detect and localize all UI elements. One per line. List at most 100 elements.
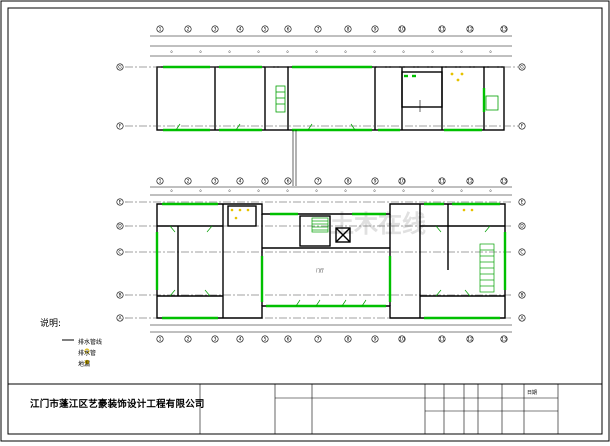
row-bubble-right-D: D (518, 222, 526, 230)
sheet-inner-border (7, 7, 603, 435)
svg-text:13: 13 (501, 337, 507, 343)
row-bubble-left-C: C (116, 248, 124, 256)
lower-dim-value-9: 0 (431, 189, 433, 193)
axis-bubble-top-4: 4 (236, 25, 244, 33)
svg-text:11: 11 (439, 179, 445, 185)
lower-room-labels: 门厅 (316, 267, 324, 273)
lower-drain-dots (230, 208, 474, 220)
upper-dim-value-2: 0 (228, 50, 230, 54)
legend-item-drain-line: 排水管线 (78, 339, 103, 346)
axis-bubble-bottom-9: 9 (371, 335, 379, 343)
row-bubble-right-C: C (518, 248, 526, 256)
svg-text:D: D (520, 224, 524, 230)
axis-bubble-top-2: 2 (184, 25, 192, 33)
axis-bubble-bottom-10: 10 (398, 335, 406, 343)
svg-text:B: B (118, 293, 121, 299)
upper-row-axis-bubbles: G G F F (116, 63, 526, 130)
upper-dim-value-6: 0 (344, 50, 346, 54)
lower-walls (156, 203, 506, 319)
svg-text:C: C (520, 250, 523, 256)
upper-dimension-lines (150, 35, 512, 57)
title-block-grid (199, 384, 559, 434)
axis-bubble-lower-top-6: 6 (284, 177, 292, 185)
svg-text:12: 12 (467, 337, 473, 343)
row-bubble-right-B: B (518, 291, 526, 299)
axis-bubble-top-13: 13 (500, 25, 508, 33)
axis-bubble-top-12: 12 (466, 25, 474, 33)
upper-plumbing (292, 100, 421, 186)
upper-dim-value-8: 0 (402, 50, 404, 54)
svg-text:D: D (118, 224, 122, 230)
axis-bubble-bottom-4: 4 (236, 335, 244, 343)
upper-drain-dots (450, 72, 464, 82)
axis-bubble-bottom-8: 8 (344, 335, 352, 343)
svg-text:3: 3 (214, 337, 217, 343)
svg-text:1: 1 (159, 27, 162, 33)
upper-dim-value-11: 0 (489, 50, 491, 54)
axis-bubble-bottom-7: 7 (314, 335, 322, 343)
svg-text:12: 12 (467, 27, 473, 33)
svg-text:13: 13 (501, 27, 507, 33)
svg-text:12: 12 (467, 179, 473, 185)
lower-stairs (169, 217, 495, 307)
lower-dim-value-2: 0 (228, 189, 230, 193)
upper-dim-value-9: 0 (431, 50, 433, 54)
svg-text:2: 2 (187, 179, 190, 185)
axis-bubble-top-3: 3 (211, 25, 219, 33)
svg-text:E: E (521, 200, 524, 206)
svg-text:A: A (118, 316, 122, 322)
lower-dim-value-4: 0 (286, 189, 288, 193)
svg-text:B: B (520, 293, 523, 299)
lower-dim-value-6: 0 (344, 189, 346, 193)
svg-text:2: 2 (187, 337, 190, 343)
upper-dim-value-0: 0 (170, 50, 172, 54)
row-bubble-left-F: F (116, 122, 124, 130)
svg-text:11: 11 (439, 337, 445, 343)
lower-room-label-1: 门厅 (316, 267, 324, 273)
svg-text:8: 8 (347, 27, 350, 33)
row-bubble-right-F: F (518, 122, 526, 130)
row-bubble-left-D: D (116, 222, 124, 230)
legend-title: 说明: (40, 319, 62, 329)
lower-windows-green (155, 202, 507, 320)
svg-text:F: F (119, 124, 122, 130)
lower-dim-value-3: 0 (257, 189, 259, 193)
lower-dim-value-5: 0 (315, 189, 317, 193)
svg-text:9: 9 (374, 179, 377, 185)
upper-dim-value-7: 0 (373, 50, 375, 54)
svg-text:8: 8 (347, 337, 350, 343)
axis-bubble-lower-top-1: 1 (156, 177, 164, 185)
lower-dim-value-0: 0 (170, 189, 172, 193)
svg-text:5: 5 (264, 179, 267, 185)
company-name: 江门市蓬江区艺豪装饰设计工程有限公司 (30, 399, 205, 410)
svg-text:6: 6 (287, 179, 290, 185)
axis-bubble-lower-top-2: 2 (184, 177, 192, 185)
upper-windows-green (163, 65, 486, 132)
row-bubble-right-E: E (518, 198, 526, 206)
axis-bubble-top-7: 7 (314, 25, 322, 33)
svg-text:6: 6 (287, 337, 290, 343)
svg-text:5: 5 (264, 337, 267, 343)
axis-bubble-top-11: 11 (438, 25, 446, 33)
lower-dim-value-8: 0 (402, 189, 404, 193)
legend-swatches (62, 339, 90, 365)
axis-bubble-bottom-13: 13 (500, 335, 508, 343)
lower-dim-value-1: 0 (199, 189, 201, 193)
row-bubble-left-G: G (116, 63, 124, 71)
axis-bubble-top-6: 6 (284, 25, 292, 33)
svg-text:F: F (521, 124, 524, 130)
lower-dim-value-11: 0 (489, 189, 491, 193)
axis-bubble-lower-top-3: 3 (211, 177, 219, 185)
axis-bubble-bottom-3: 3 (211, 335, 219, 343)
svg-text:1: 1 (159, 179, 162, 185)
row-bubble-right-G: G (518, 63, 526, 71)
svg-text:2: 2 (187, 27, 190, 33)
axis-bubble-lower-top-4: 4 (236, 177, 244, 185)
